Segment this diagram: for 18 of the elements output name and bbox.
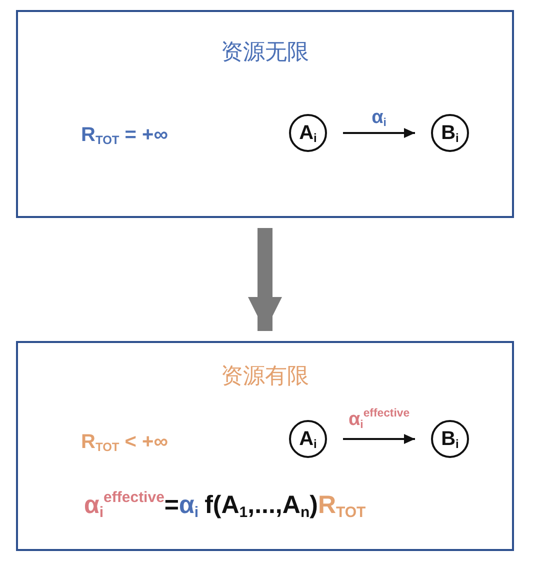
- state-circle: A$_{i}$: [289, 114, 327, 152]
- condition-formula: R$_{TOT}$ = +∞: [81, 124, 168, 147]
- block-arrow: [248, 228, 282, 331]
- arrow: [343, 434, 415, 444]
- formula-term: =: [164, 491, 180, 520]
- state-circle: A$_{i}$: [289, 420, 327, 458]
- state-circle: B$_{i}$: [431, 114, 469, 152]
- formula-term: f(A$_{1}$,...,A$_{n}$): [204, 491, 318, 520]
- condition-formula: R$_{TOT}$ < +∞: [81, 431, 168, 454]
- formula-term: α$_{i}$: [179, 491, 199, 520]
- formula-term: R$_{TOT}$: [318, 491, 366, 520]
- arrow: [343, 128, 415, 138]
- state-circle: B$_{i}$: [431, 420, 469, 458]
- panel-frame: [16, 341, 514, 551]
- panel-title: 资源有限: [221, 363, 309, 391]
- panel-title: 资源无限: [221, 39, 309, 67]
- panel-frame: [16, 10, 514, 218]
- edge-label: α$_{i}$: [372, 107, 386, 129]
